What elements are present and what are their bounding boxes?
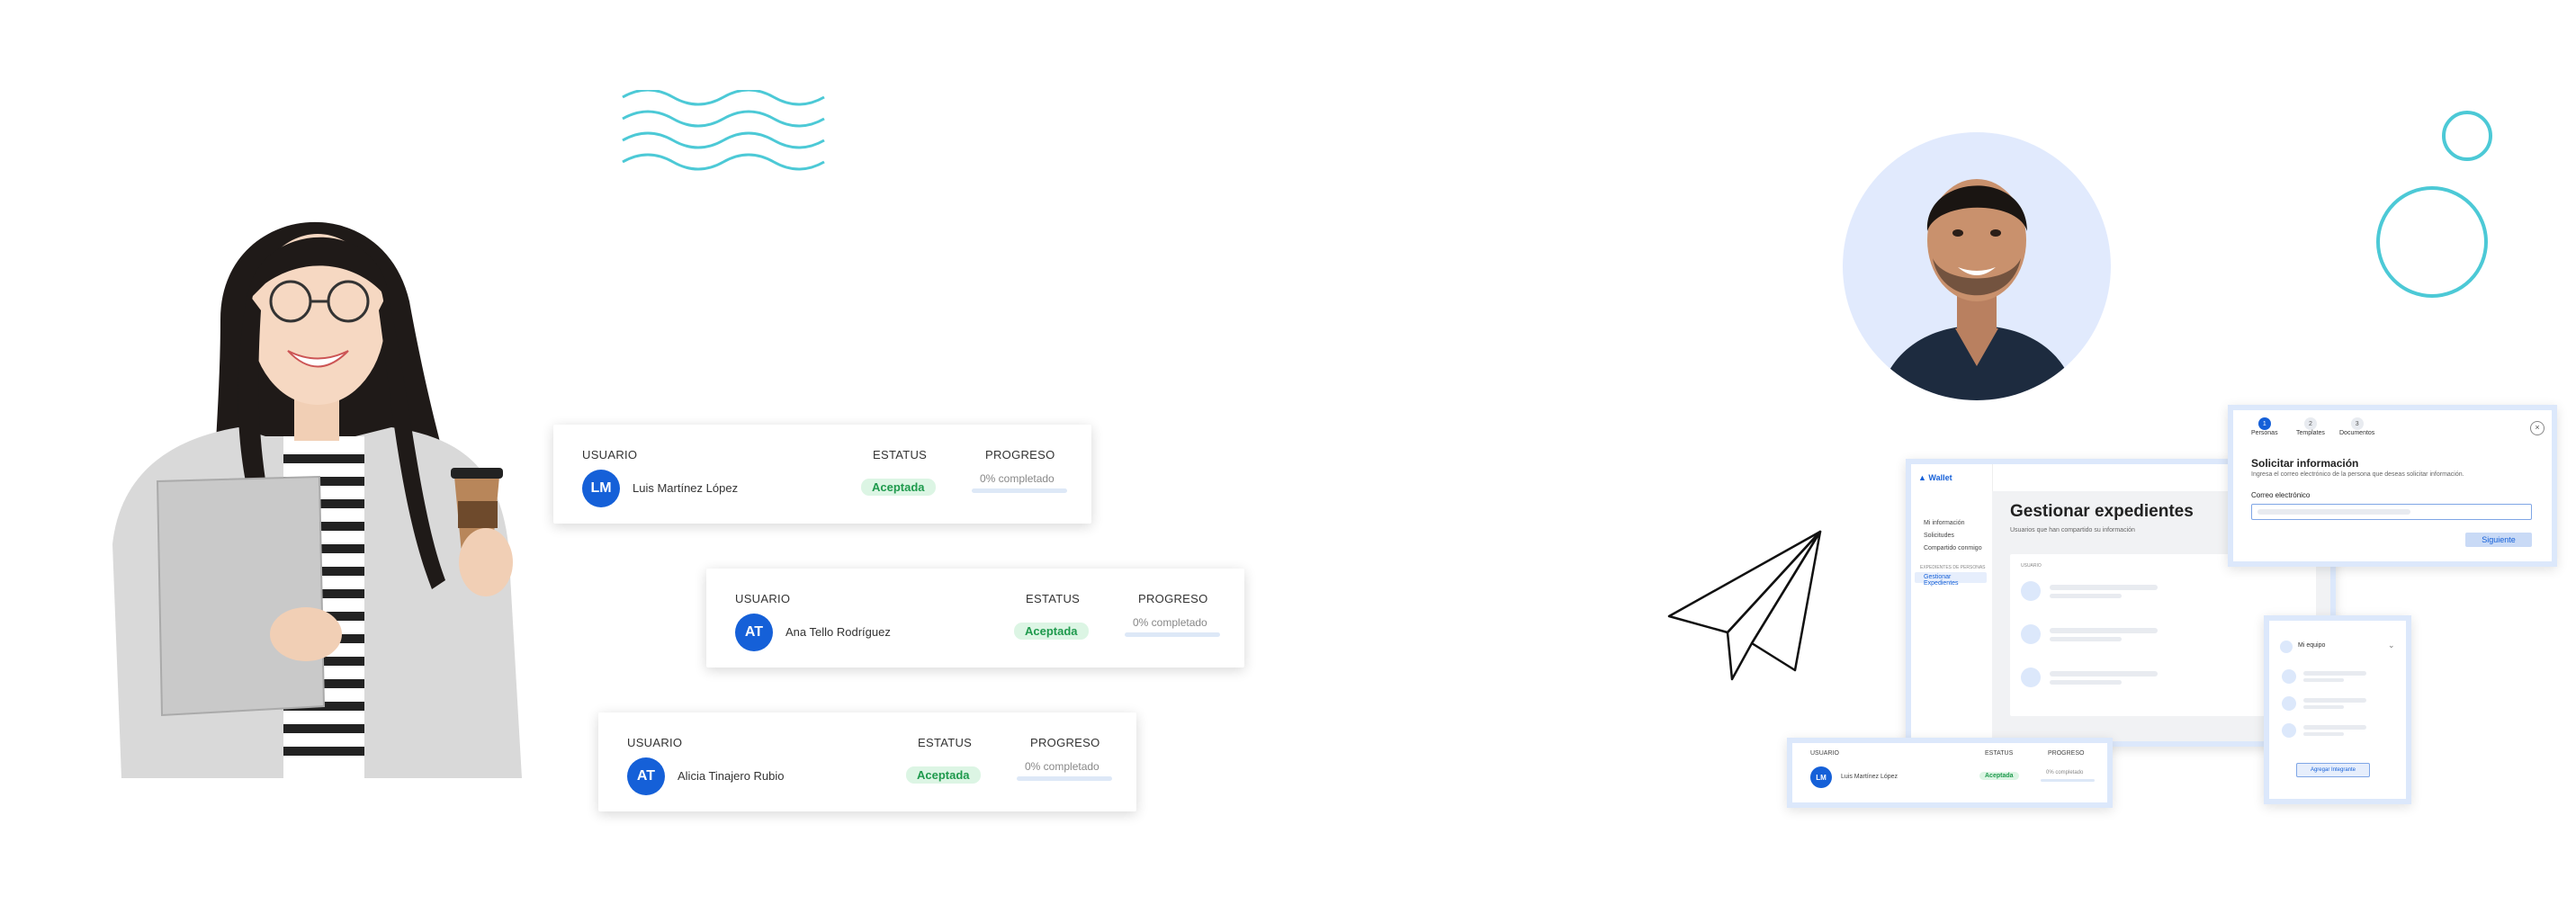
woman-photo [85,166,562,787]
avatar: AT [735,614,773,651]
sidebar-item-requests[interactable]: Solicitudes [1924,533,1954,539]
progress-text: 0% completado [1025,760,1100,773]
avatar: LM [582,470,620,507]
step-1-label: Personas [2251,430,2278,436]
email-label: Correo electrónico [2251,491,2311,499]
header-progress: PROGRESO [1138,592,1208,605]
team-title: Mi equipo [2298,642,2326,649]
sidebar-item-info[interactable]: Mi información [1924,520,1965,526]
email-field[interactable] [2251,504,2532,520]
progress-text: 0% completado [1133,616,1207,629]
status-badge: Aceptada [1014,623,1089,640]
circle-decoration-medium [2376,186,2488,298]
mini-progress-text: 0% completado [2046,770,2084,775]
profile-photo [1843,132,2111,400]
header-progress: PROGRESO [1030,736,1100,749]
modal-description: Ingresa el correo electrónico de la pers… [2251,471,2464,478]
step-1-number: 1 [2257,417,2271,430]
step-2-label: Templates [2296,430,2325,436]
wave-decoration [621,88,828,180]
progress-bar [1125,632,1220,637]
header-user: USUARIO [582,448,638,461]
step-1[interactable]: 1 Personas [2251,417,2278,436]
paper-plane-icon [1665,526,1827,688]
header-status: ESTATUS [918,736,973,749]
add-member-button[interactable]: Agregar Integrante [2296,763,2370,777]
mini-user-name: Luis Martínez López [1841,774,1898,780]
progress-text: 0% completado [980,472,1055,485]
step-2-number: 2 [2303,417,2317,430]
mini-user-card: USUARIO ESTATUS PROGRESO LM Luis Martíne… [1787,738,2113,808]
user-name: Ana Tello Rodríguez [785,625,891,639]
step-3-label: Documentos [2339,430,2375,436]
chevron-down-icon[interactable]: ⌄ [2388,641,2395,650]
user-card-1: USUARIO ESTATUS PROGRESO LM Luis Martíne… [553,425,1091,524]
user-card-2: USUARIO ESTATUS PROGRESO AT Ana Tello Ro… [706,569,1244,668]
status-badge: Aceptada [906,766,981,784]
mini-header-user: USUARIO [1810,750,1839,757]
close-icon[interactable]: × [2530,421,2545,435]
user-card-3: USUARIO ESTATUS PROGRESO AT Alicia Tinaj… [598,712,1136,811]
mini-progress-bar [2041,779,2095,782]
mini-avatar: LM [1810,766,1832,788]
logo-text: Wallet [1928,473,1952,482]
header-status: ESTATUS [1026,592,1081,605]
header-user: USUARIO [627,736,683,749]
mini-header-status: ESTATUS [1985,750,2014,757]
team-panel: Mi equipo ⌄ Agregar Integrante [2264,615,2411,804]
sidebar-section-label: EXPEDIENTES DE PERSONAS [1920,565,1986,570]
sidebar-item-active-label: Gestionar Expedientes [1924,574,1959,587]
step-3-number: 3 [2350,417,2364,430]
next-button[interactable]: Siguiente [2465,533,2532,547]
header-progress: PROGRESO [985,448,1055,461]
status-badge: Aceptada [861,479,936,496]
mini-status-badge: Aceptada [1979,772,2019,780]
header-user: USUARIO [735,592,791,605]
page-subtitle: Usuarios que han compartido su informaci… [2010,527,2135,533]
progress-bar [1017,776,1112,781]
request-modal: 1 Personas 2 Templates 3 Documentos × So… [2228,405,2557,567]
step-3[interactable]: 3 Documentos [2339,417,2374,436]
modal-title: Solicitar información [2251,457,2359,470]
step-2[interactable]: 2 Templates [2296,417,2325,436]
col-user: USUARIO [2021,563,2042,569]
logo: ▲ Wallet [1918,473,1952,482]
sidebar: ▲ Wallet Mi información Solicitudes Comp… [1911,464,1993,741]
mini-header-progress: PROGRESO [2048,750,2085,757]
circle-decoration-small [2442,111,2492,161]
sidebar-item-shared[interactable]: Compartido conmigo [1924,545,1982,551]
page-title: Gestionar expedientes [2010,502,2194,521]
progress-bar [972,488,1067,493]
team-icon [2280,641,2293,653]
avatar: AT [627,757,665,795]
user-name: Alicia Tinajero Rubio [678,769,785,783]
user-name: Luis Martínez López [633,481,739,495]
sidebar-item-active[interactable]: Gestionar Expedientes [1915,572,1987,587]
header-status: ESTATUS [873,448,928,461]
